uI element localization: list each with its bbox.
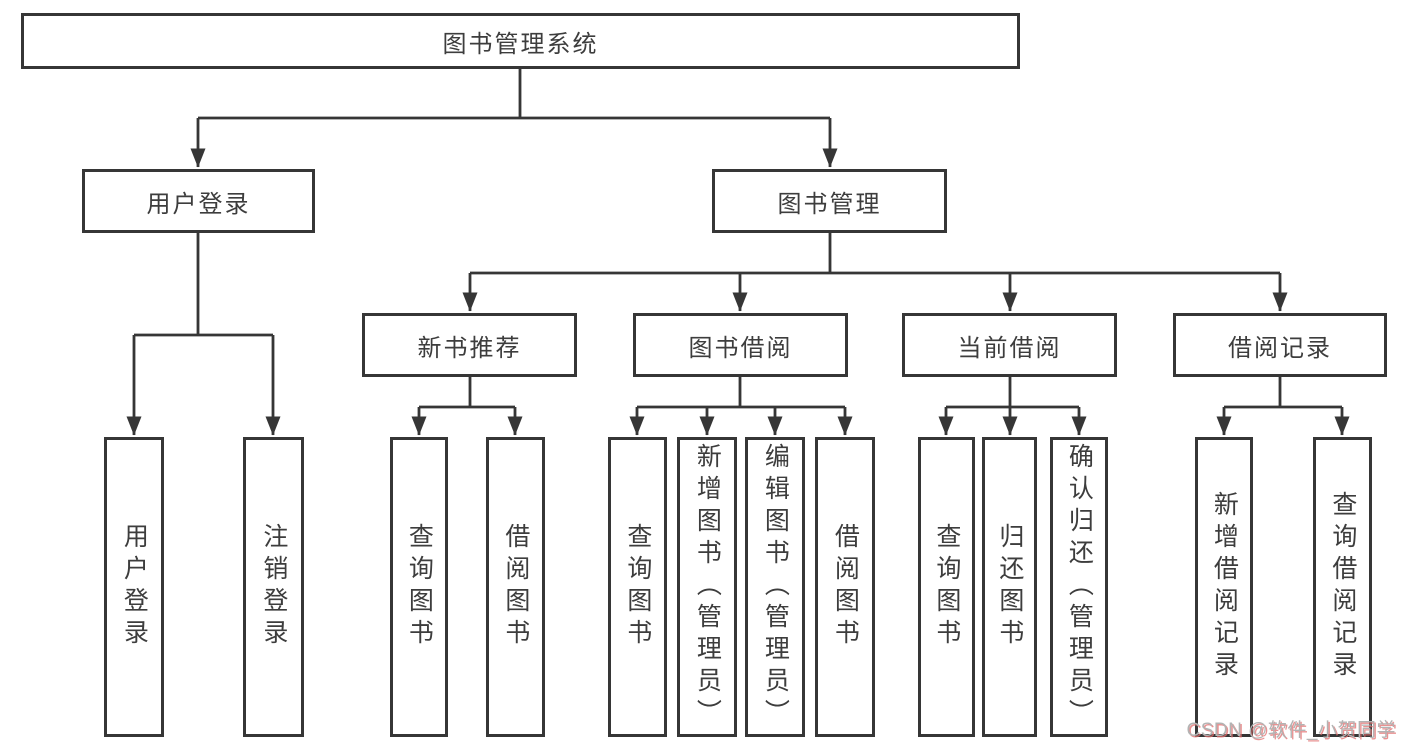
leaf-user-login: 用户登录 — [104, 437, 164, 737]
leaf-borrow-book-label: 借阅图书 — [831, 523, 860, 651]
leaf-borrow-book: 借阅图书 — [815, 437, 875, 737]
leaf-borrow-book-recommend-label: 借阅图书 — [501, 523, 530, 651]
leaf-query-borrow-record-label: 查询借阅记录 — [1328, 491, 1357, 683]
node-book-management-label: 图书管理 — [777, 190, 882, 218]
leaf-return-book: 归还图书 — [982, 437, 1037, 737]
leaf-borrow-book-recommend: 借阅图书 — [486, 437, 545, 737]
leaf-confirm-return-admin: 确认归还（管理员） — [1050, 437, 1108, 737]
leaf-add-borrow-record: 新增借阅记录 — [1195, 437, 1253, 737]
leaf-query-book-current-label: 查询图书 — [932, 523, 961, 651]
node-current-borrow-label: 当前借阅 — [957, 334, 1062, 362]
node-new-book-recommend-label: 新书推荐 — [417, 334, 522, 362]
leaf-query-book-borrow-label: 查询图书 — [623, 523, 652, 651]
node-user-login-label: 用户登录 — [146, 190, 251, 218]
csdn-watermark: CSDN @软件_小贺同学 — [1186, 720, 1396, 741]
node-book-management: 图书管理 — [712, 169, 947, 233]
leaf-query-borrow-record: 查询借阅记录 — [1313, 437, 1372, 737]
node-borrow-record: 借阅记录 — [1173, 313, 1387, 377]
node-book-borrow: 图书借阅 — [633, 313, 848, 377]
leaf-query-book-borrow: 查询图书 — [608, 437, 667, 737]
leaf-edit-book-admin: 编辑图书（管理员） — [745, 437, 805, 737]
leaf-query-book-current: 查询图书 — [918, 437, 975, 737]
connector-trunks — [134, 69, 1342, 409]
node-book-borrow-label: 图书借阅 — [688, 334, 793, 362]
leaf-logout: 注销登录 — [243, 437, 304, 737]
leaf-logout-label: 注销登录 — [259, 523, 288, 651]
leaf-query-book-recommend: 查询图书 — [390, 437, 448, 737]
node-borrow-record-label: 借阅记录 — [1228, 334, 1332, 362]
leaf-edit-book-admin-label: 编辑图书（管理员） — [761, 443, 790, 731]
leaf-return-book-label: 归还图书 — [995, 523, 1024, 651]
leaf-add-book-admin-label: 新增图书（管理员） — [693, 443, 722, 731]
node-root-label: 图书管理系统 — [442, 30, 599, 58]
node-new-book-recommend: 新书推荐 — [362, 313, 577, 377]
leaf-confirm-return-admin-label: 确认归还（管理员） — [1065, 443, 1094, 731]
leaf-query-book-recommend-label: 查询图书 — [405, 523, 434, 651]
leaf-add-borrow-record-label: 新增借阅记录 — [1210, 491, 1239, 683]
leaf-add-book-admin: 新增图书（管理员） — [677, 437, 737, 737]
node-root: 图书管理系统 — [21, 13, 1020, 69]
node-user-login: 用户登录 — [82, 169, 315, 233]
leaf-user-login-label: 用户登录 — [120, 523, 149, 651]
node-current-borrow: 当前借阅 — [902, 313, 1117, 377]
